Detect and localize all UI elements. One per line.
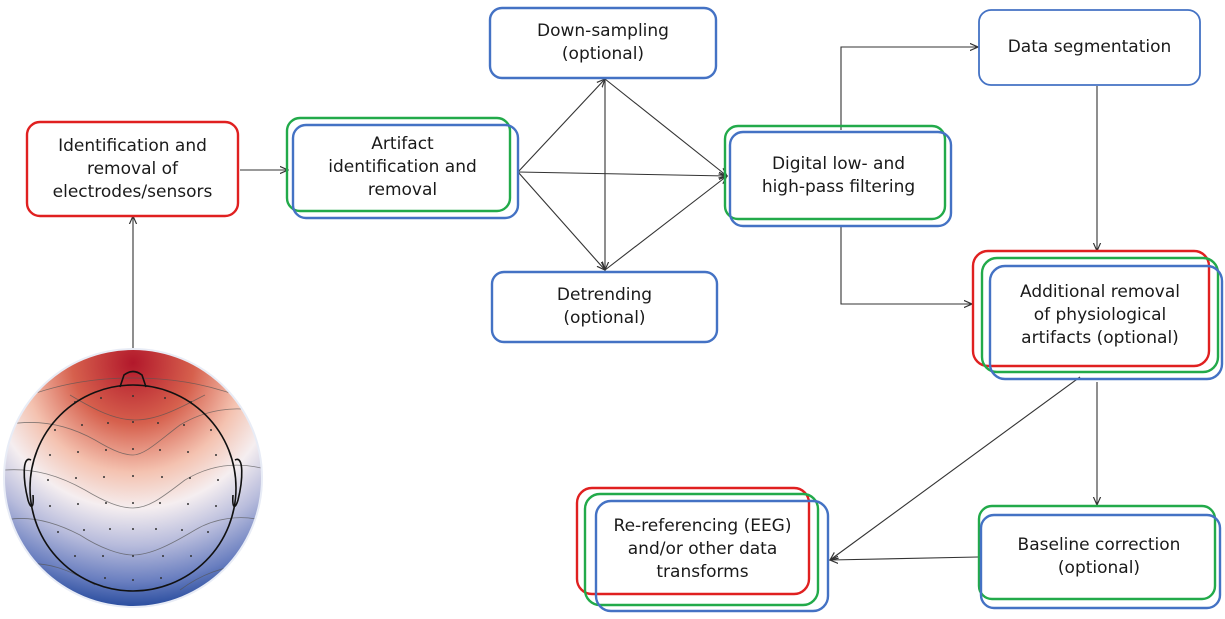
box-outlines [25, 6, 1224, 613]
down-sampling-label: Down-sampling(optional) [537, 21, 669, 64]
arrow-baseline-to-rereferencing [830, 557, 979, 560]
rereferencing-box-green [583, 492, 820, 607]
physiological-box-green [980, 256, 1220, 374]
detrending-box-blue [490, 270, 719, 344]
arrow-detrending-to-filtering [604, 176, 727, 271]
baseline-correction-label: Baseline correction(optional) [1017, 534, 1181, 578]
rereferencing-box-blue [594, 499, 830, 613]
artifact-box-blue [291, 123, 520, 220]
arrow-filtering-to-segmentation [840, 47, 978, 130]
arrow-downsampling-to-filtering [604, 78, 727, 176]
electrodes-box-red [25, 120, 240, 218]
baseline-box-blue [979, 513, 1222, 610]
arrow-artifact-to-detrending [517, 171, 605, 270]
filtering-box-green [723, 124, 947, 221]
arrow-filtering-to-physiological [840, 226, 972, 304]
segmentation-box-blue [978, 9, 1201, 86]
detrending-label: Detrending(optional) [556, 285, 653, 328]
filtering-box-blue [728, 130, 953, 228]
arrow-artifact-to-filtering [517, 171, 727, 176]
baseline-box-green [977, 504, 1217, 601]
eeg-scalp-topography-icon [3, 348, 263, 608]
data-segmentation-label: Data segmentation [1007, 37, 1172, 57]
connectors [133, 47, 1097, 560]
physiological-box-red [971, 249, 1211, 368]
artifact-box-green [285, 116, 512, 213]
arrow-artifact-to-downsampling [517, 79, 605, 173]
rereferencing-box-red [575, 486, 811, 596]
physiological-box-blue [988, 264, 1224, 381]
downsampling-box-blue [488, 6, 718, 80]
arrow-physiological-to-rereferencing [830, 376, 1081, 560]
